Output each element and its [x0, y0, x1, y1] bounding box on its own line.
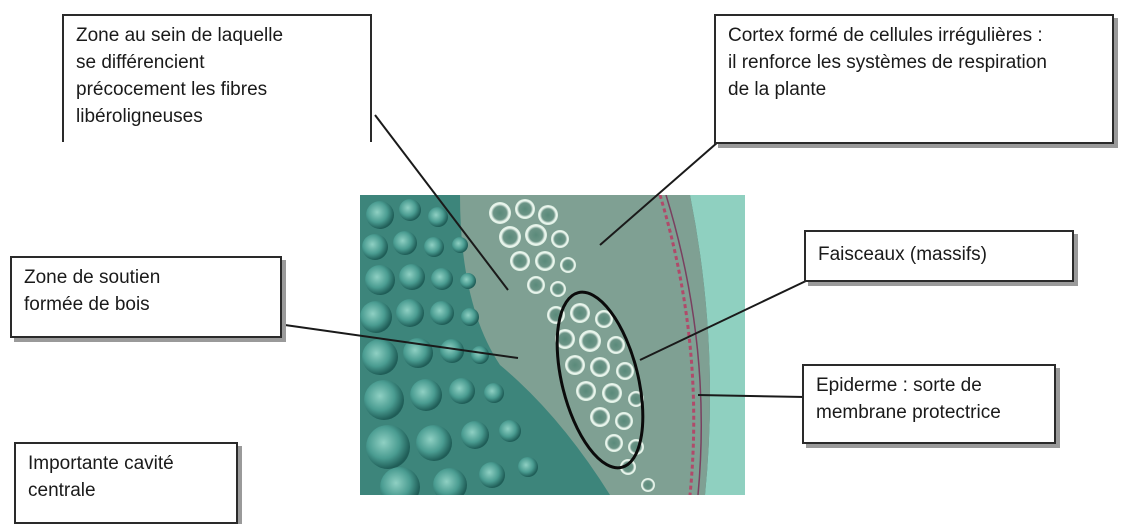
- label-bundles-text: Faisceaux (massifs): [818, 238, 1060, 272]
- label-cavity-text: Importante cavité centrale: [28, 450, 224, 504]
- leader-line-fibers: [375, 115, 508, 290]
- label-epidermis: Epiderme : sorte de membrane protectrice: [802, 364, 1056, 444]
- label-cortex-text: Cortex formé de cellules irrégulières : …: [728, 22, 1100, 103]
- leader-line-epidermis: [698, 395, 805, 397]
- label-fibers-text: Zone au sein de laquelle se différencien…: [76, 22, 358, 130]
- label-fibers-zone: Zone au sein de laquelle se différencien…: [62, 14, 372, 142]
- label-epidermis-text: Epiderme : sorte de membrane protectrice: [816, 372, 1042, 426]
- label-support-text: Zone de soutien formée de bois: [24, 264, 268, 318]
- label-central-cavity: Importante cavité centrale: [14, 442, 238, 524]
- label-cortex: Cortex formé de cellules irrégulières : …: [714, 14, 1114, 144]
- leader-line-cortex: [600, 142, 718, 245]
- label-support-zone: Zone de soutien formée de bois: [10, 256, 282, 338]
- leader-line-bundles: [640, 280, 808, 360]
- leader-line-support: [285, 325, 518, 358]
- label-bundles: Faisceaux (massifs): [804, 230, 1074, 282]
